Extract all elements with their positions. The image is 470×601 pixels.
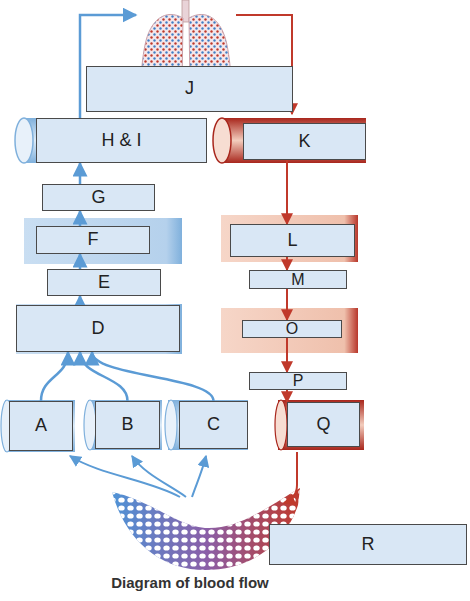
blue-vessel bbox=[84, 400, 162, 450]
label-text: C bbox=[207, 415, 220, 435]
red-chamber bbox=[221, 215, 358, 262]
label-text: G bbox=[91, 188, 105, 208]
flow-connector bbox=[92, 352, 214, 401]
label-text: B bbox=[121, 415, 133, 435]
label-box: E bbox=[47, 269, 161, 296]
label-box: M bbox=[249, 270, 347, 289]
blue-vessel bbox=[15, 118, 207, 163]
blue-chamber bbox=[16, 304, 182, 354]
flow-arrow bbox=[70, 456, 180, 497]
flow-connector bbox=[80, 352, 128, 401]
vessel-body bbox=[88, 400, 162, 450]
label-text: R bbox=[362, 535, 375, 555]
label-box: A bbox=[9, 401, 73, 451]
red-vessel bbox=[275, 400, 364, 450]
flow-connector bbox=[286, 257, 288, 270]
label-text: K bbox=[298, 132, 310, 152]
flow-connector bbox=[286, 160, 288, 224]
label-box: J bbox=[86, 66, 293, 112]
label-box: G bbox=[42, 184, 155, 211]
flow-connector bbox=[286, 390, 288, 402]
label-box: H & I bbox=[36, 118, 207, 163]
flow-connector bbox=[41, 352, 68, 401]
caption: Diagram of blood flow bbox=[60, 574, 320, 591]
flow-arrow bbox=[132, 456, 186, 497]
vessel-end bbox=[15, 118, 33, 163]
label-box: R bbox=[269, 524, 467, 565]
vessel-body bbox=[5, 400, 75, 452]
label-text: P bbox=[293, 372, 304, 390]
label-text: F bbox=[88, 230, 99, 250]
blue-vessel bbox=[1, 400, 75, 452]
label-text: O bbox=[286, 320, 298, 338]
label-text: L bbox=[287, 231, 297, 251]
flow-connector bbox=[79, 211, 82, 226]
flow-connector bbox=[286, 338, 288, 372]
flow-connector bbox=[79, 163, 82, 184]
flow-connector bbox=[79, 296, 82, 305]
label-box: L bbox=[230, 224, 355, 257]
label-text: J bbox=[185, 79, 194, 99]
vessel-end bbox=[165, 400, 177, 450]
label-box: K bbox=[243, 123, 366, 160]
label-text: M bbox=[291, 271, 304, 289]
label-box: Q bbox=[287, 402, 360, 447]
flow-arrow bbox=[192, 456, 206, 497]
label-text: E bbox=[98, 273, 110, 293]
label-text: A bbox=[35, 416, 47, 436]
flow-connector bbox=[286, 289, 288, 320]
label-text: D bbox=[92, 319, 105, 339]
label-box: F bbox=[36, 226, 150, 254]
label-box: C bbox=[179, 401, 248, 449]
label-box: B bbox=[95, 401, 160, 449]
label-text: Q bbox=[316, 415, 330, 435]
vessel-end bbox=[213, 118, 231, 163]
blue-chamber bbox=[24, 218, 182, 264]
vessel-end bbox=[275, 400, 287, 450]
label-text: H & I bbox=[101, 131, 141, 151]
label-box: O bbox=[242, 320, 342, 338]
blue-vessel bbox=[165, 400, 248, 450]
vessel-body bbox=[278, 400, 364, 450]
vessel-body bbox=[222, 118, 366, 163]
flow-arrow bbox=[284, 452, 297, 503]
red-vessel bbox=[213, 118, 366, 163]
label-box: D bbox=[16, 305, 180, 352]
red-chamber bbox=[221, 308, 358, 353]
flow-connector bbox=[79, 254, 82, 269]
label-box: P bbox=[249, 372, 347, 390]
vessel-body bbox=[24, 118, 207, 163]
vessel-body bbox=[168, 400, 248, 450]
